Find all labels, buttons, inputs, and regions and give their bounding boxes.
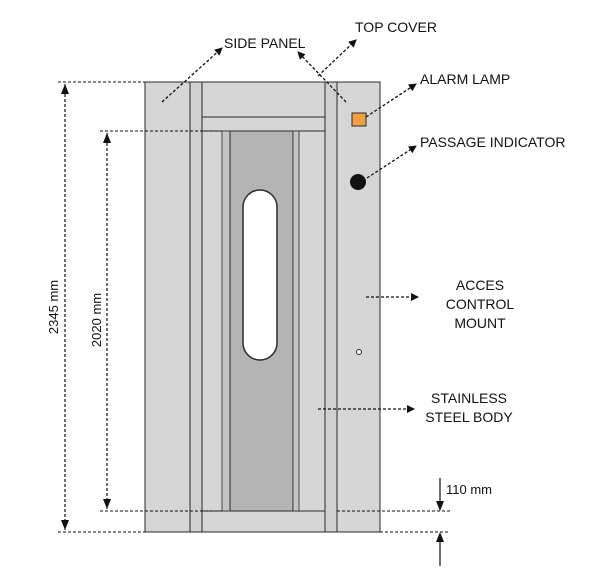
stainless-steel-label-line1: STAINLESS	[431, 390, 507, 406]
top-beam	[201, 116, 326, 132]
top-cover-arrow-right	[317, 39, 357, 77]
alarm-lamp-label: ALARM LAMP	[420, 71, 510, 87]
alarm-lamp	[351, 112, 367, 127]
side-panel-arrow	[161, 47, 223, 103]
top-cover-label: TOP COVER	[355, 19, 437, 35]
passage-height-label: 2020 mm	[89, 293, 104, 347]
overall-height-arrow-top	[61, 84, 69, 94]
acces-control-label-line3: MOUNT	[454, 315, 506, 331]
bottom-height-arrow-up-head	[436, 501, 444, 511]
passage-indicator	[350, 174, 366, 190]
bottom-height-label: 110 mm	[446, 482, 492, 497]
acces-control-label-line1: ACCES	[456, 277, 504, 293]
right-frame-post	[324, 81, 338, 533]
overall-height-label: 2345 mm	[46, 280, 61, 334]
door-left-rail	[221, 130, 231, 512]
bottom-height-arrow-down-head	[436, 532, 444, 542]
acces-control-label-line2: CONTROL	[446, 296, 515, 312]
side-panel-label: SIDE PANEL	[224, 35, 306, 51]
passage-height-arrow-top	[103, 133, 111, 143]
passage-height-arrow-bottom	[103, 499, 111, 509]
left-frame-post	[189, 81, 203, 533]
door-window	[242, 189, 278, 361]
mount-dot	[356, 349, 362, 355]
bottom-beam	[201, 510, 326, 533]
door-right-rail	[292, 130, 300, 512]
top-cover-arrow-left	[297, 51, 347, 103]
passage-indicator-label: PASSAGE INDICATOR	[420, 134, 565, 150]
overall-height-arrow-bottom	[61, 520, 69, 530]
stainless-steel-label-line2: STEEL BODY	[425, 409, 513, 425]
